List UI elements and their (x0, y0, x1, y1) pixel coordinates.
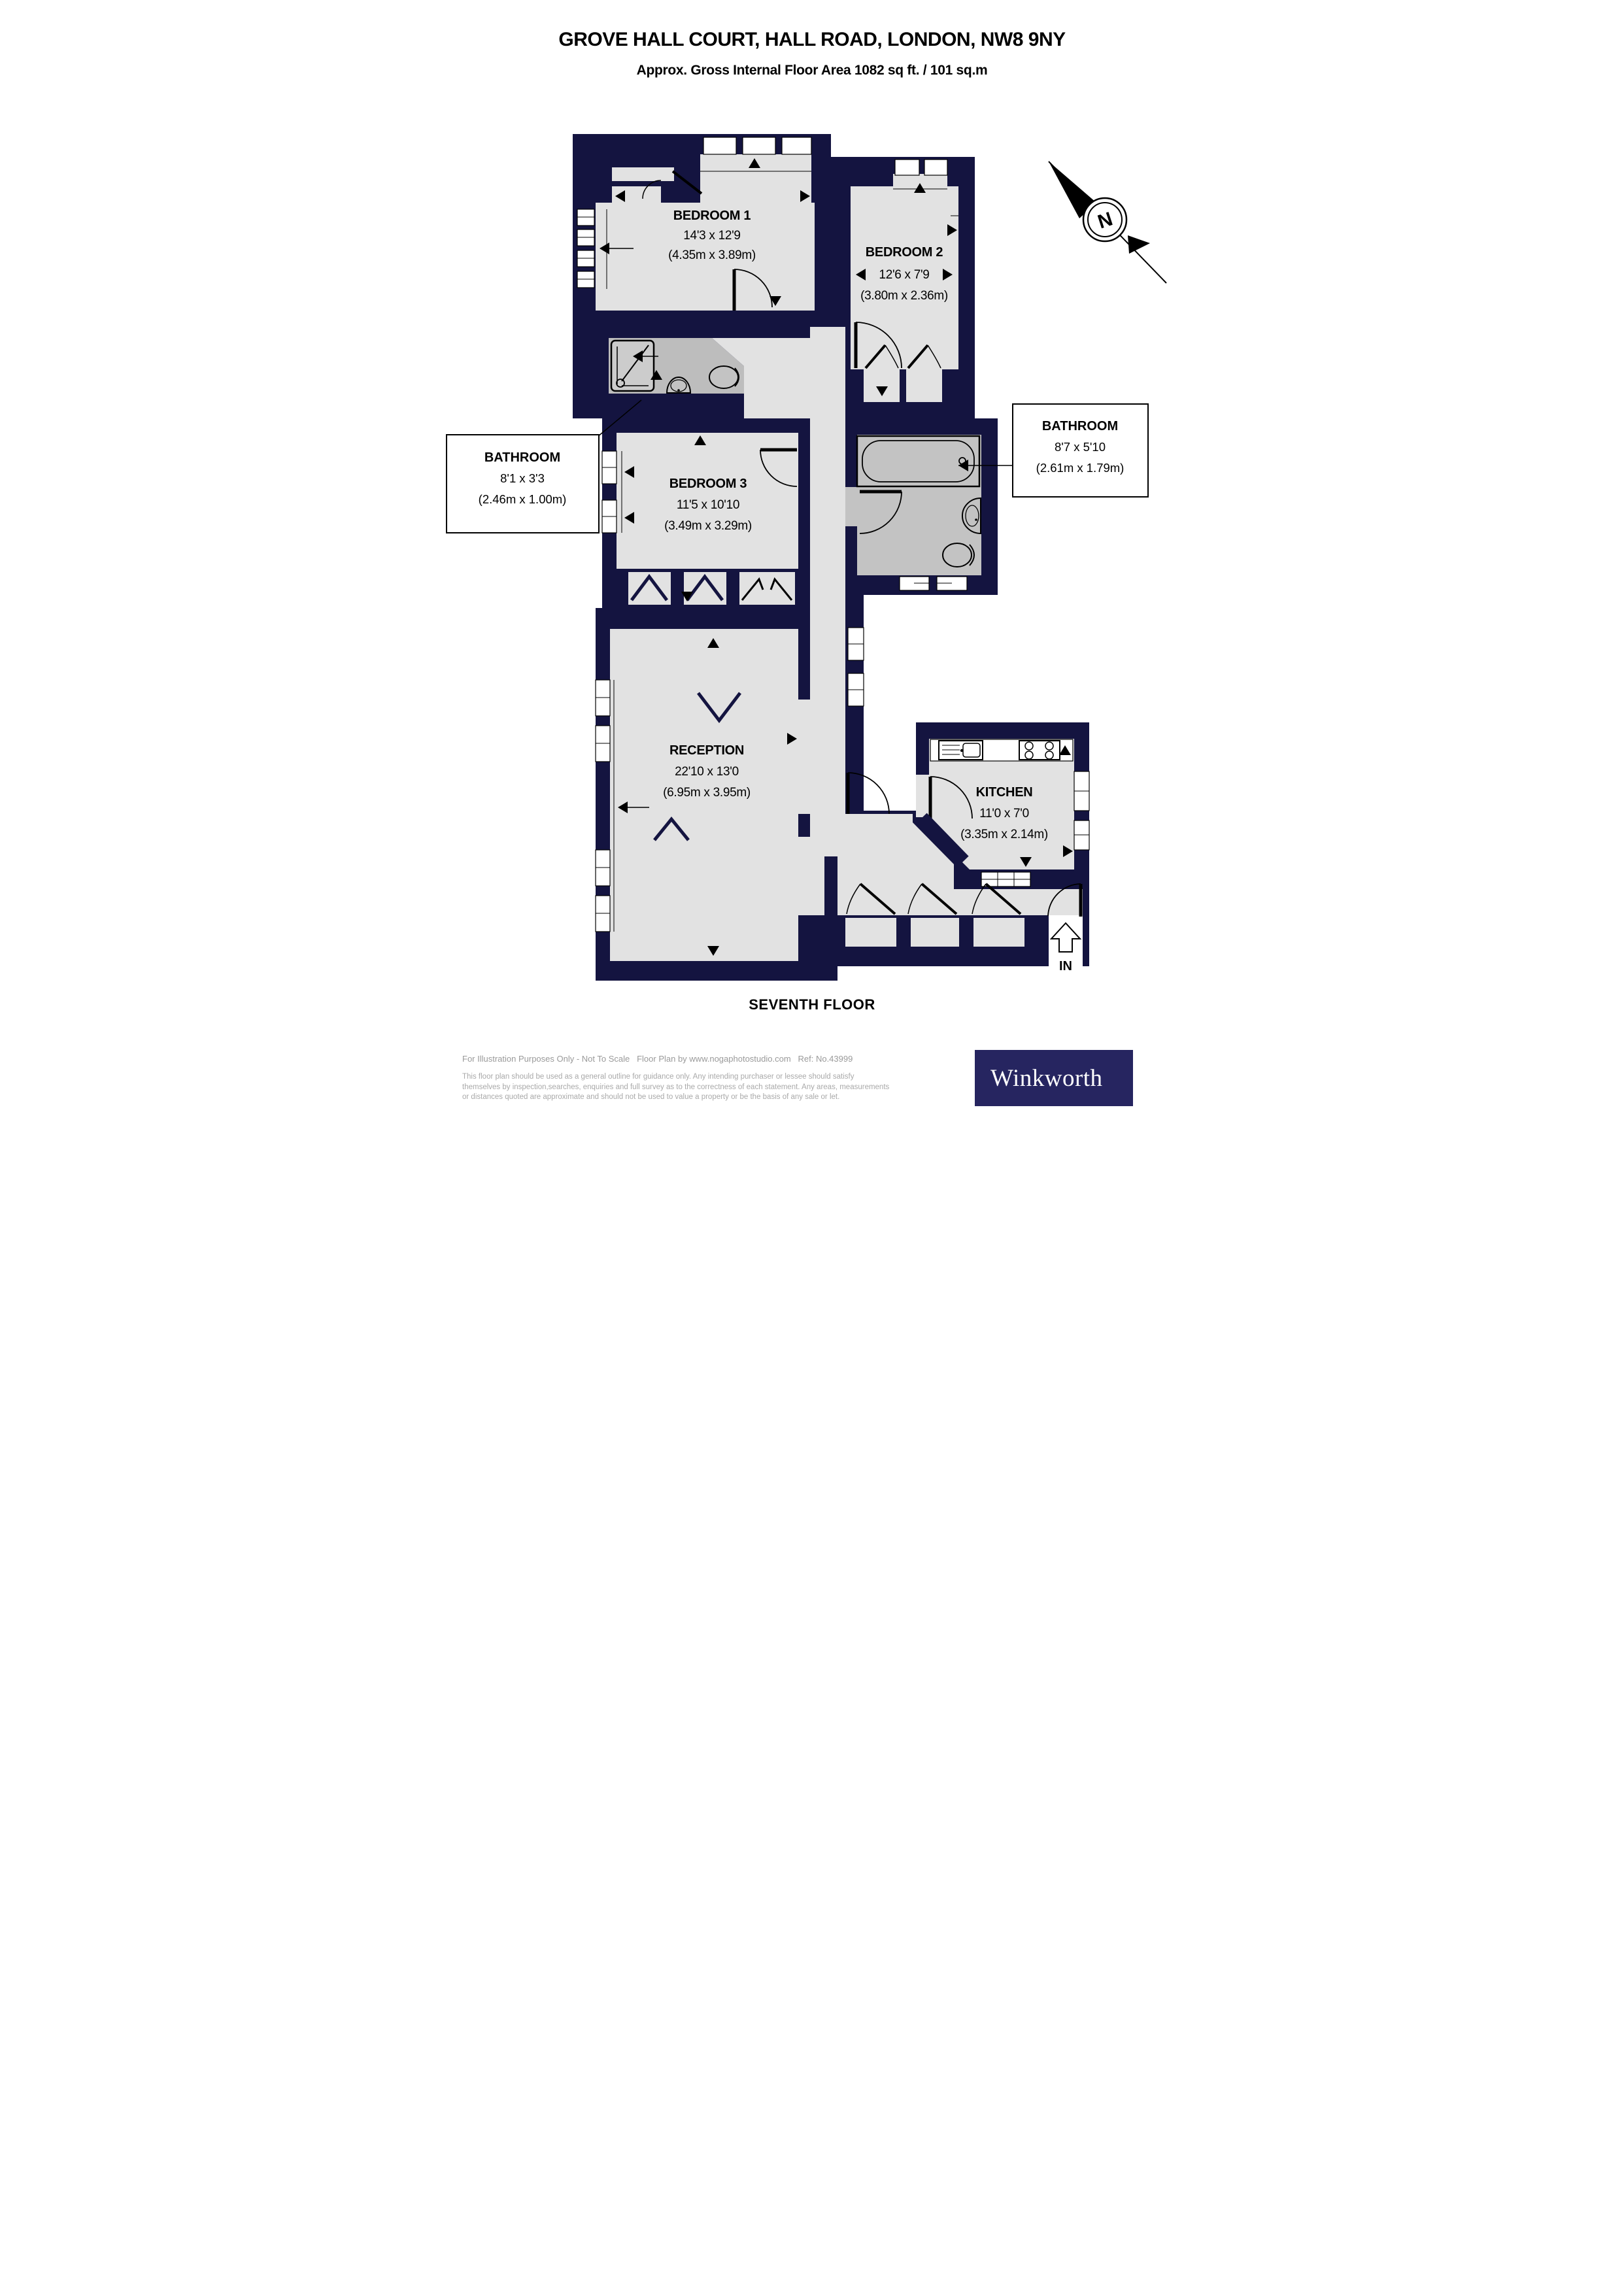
bath-icon (856, 435, 981, 488)
floor-level-label: SEVENTH FLOOR (749, 996, 875, 1013)
ensuite-sink-icon (666, 377, 692, 394)
bedroom3-closet-doors (741, 577, 793, 601)
compass-icon: N (1048, 161, 1167, 284)
ensuite-toilet-icon (709, 365, 739, 389)
callout-left-metric: (2.46m x 1.00m) (479, 492, 567, 506)
bedroom1-floor (596, 203, 815, 311)
floorplan-page: GROVE HALL COURT, HALL ROAD, LONDON, NW8… (406, 0, 1218, 1148)
bedroom3-metric: (3.49m x 3.29m) (664, 519, 752, 533)
kitchen-floor (929, 739, 1074, 869)
kitchen-sink-icon (938, 740, 983, 760)
callout-left-bathroom: BATHROOM 8'1 x 3'3 (2.46m x 1.00m) (446, 399, 642, 533)
reception-imperial: 22'10 x 13'0 (675, 765, 739, 779)
disclaimer-line-2: themselves by inspection,searches, enqui… (462, 1083, 890, 1091)
callout-left-imperial: 8'1 x 3'3 (500, 471, 545, 485)
reception-label: RECEPTION (669, 743, 744, 758)
kitchen-metric: (3.35m x 2.14m) (960, 828, 1048, 841)
bedroom1-metric: (4.35m x 3.89m) (668, 248, 756, 262)
hob-icon (1019, 740, 1060, 760)
bedroom2-metric: (3.80m x 2.36m) (860, 289, 948, 303)
callout-right-name: BATHROOM (1042, 419, 1118, 433)
kitchen-label: KITCHEN (976, 785, 1033, 800)
disclaimer-line-3: or distances quoted are approximate and … (462, 1093, 840, 1101)
page-title: GROVE HALL COURT, HALL ROAD, LONDON, NW8… (558, 29, 1066, 50)
wardrobe-symbols (630, 573, 741, 841)
bedroom1-label: BEDROOM 1 (673, 209, 751, 223)
bedroom2-imperial: 12'6 x 7'9 (879, 268, 929, 282)
callout-right-bathroom: BATHROOM 8'7 x 5'10 (2.61m x 1.79m) (958, 403, 1149, 498)
callout-right-imperial: 8'7 x 5'10 (1055, 440, 1106, 454)
bedroom3-imperial: 11'5 x 10'10 (677, 498, 739, 512)
bathroom-sink-icon (961, 497, 981, 535)
room-floors (596, 154, 1083, 966)
hall-floor (810, 814, 1083, 915)
reception-floor (610, 629, 798, 961)
arrow-tails (609, 248, 658, 808)
doors (642, 170, 1083, 917)
bedroom3-label: BEDROOM 3 (669, 477, 747, 491)
callout-right-metric: (2.61m x 1.79m) (1036, 461, 1125, 475)
bedroom3-floor (617, 433, 798, 569)
floorplan-drawing: BATHROOM 8'1 x 3'3 (2.46m x 1.00m) BATHR… (446, 134, 1167, 981)
footer-attribution: For Illustration Purposes Only - Not To … (462, 1054, 853, 1064)
footer-disclaimer: This floor plan should be used as a gene… (462, 1072, 972, 1103)
room-labels: BEDROOM 1 14'3 x 12'9 (4.35m x 3.89m) BE… (663, 209, 1048, 841)
entrance-label: IN (1059, 959, 1072, 973)
disclaimer-line-1: This floor plan should be used as a gene… (462, 1073, 854, 1081)
kitchen-angled-wall (915, 813, 969, 868)
callout-left-name: BATHROOM (484, 450, 560, 465)
shower-icon (610, 339, 655, 392)
kitchen-imperial: 11'0 x 7'0 (979, 807, 1029, 820)
winkworth-logo: Winkworth (975, 1050, 1133, 1106)
reception-metric: (6.95m x 3.95m) (663, 786, 751, 800)
winkworth-logo-text: Winkworth (990, 1064, 1103, 1092)
floor-area-subtitle: Approx. Gross Internal Floor Area 1082 s… (636, 63, 988, 78)
bedroom1-imperial: 14'3 x 12'9 (683, 229, 740, 243)
bathroom-toilet-icon (942, 543, 975, 567)
bedroom2-floor (851, 186, 958, 369)
corridor-floor (810, 327, 845, 814)
measurement-arrows (600, 158, 1073, 956)
bedroom2-label: BEDROOM 2 (866, 245, 943, 260)
entrance-in-icon: IN (1049, 922, 1082, 973)
